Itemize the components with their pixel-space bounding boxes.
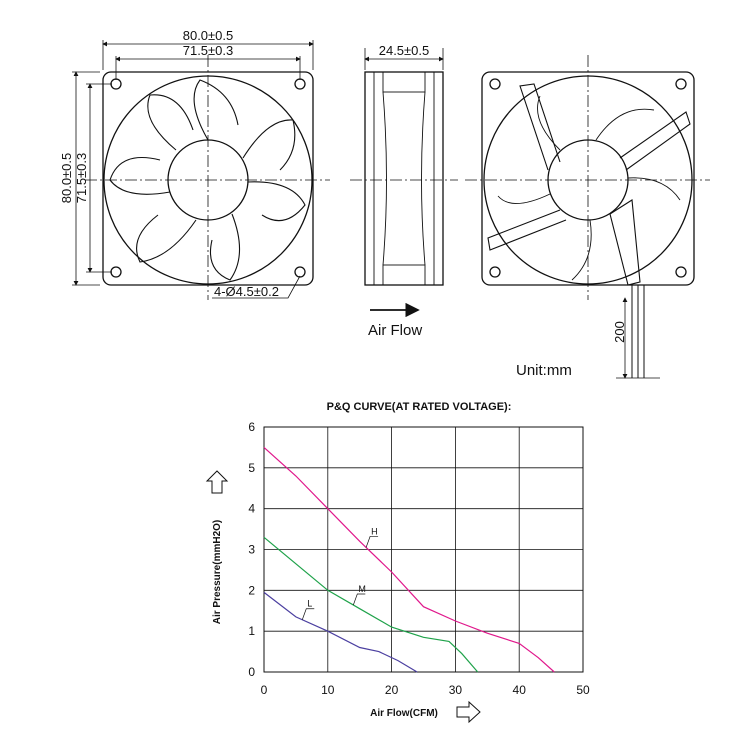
- front-mount-hole-icon: [294, 78, 306, 90]
- back-mount-hole-icon: [675, 266, 687, 278]
- series-line-M: [263, 536, 479, 673]
- dim-lead-length: 200: [612, 321, 627, 343]
- y-tick-label: 6: [248, 420, 255, 434]
- chart-series: H M L: [263, 446, 555, 673]
- series-line-L: [263, 591, 418, 673]
- series-label-H: H: [371, 526, 378, 536]
- front-view: [72, 40, 330, 300]
- series-leader-line: [365, 536, 379, 548]
- dim-hole-pitch-width: 71.5±0.3: [183, 43, 234, 58]
- back-mount-hole-icon: [675, 78, 687, 90]
- chart-title: P&Q CURVE(AT RATED VOLTAGE):: [327, 401, 512, 413]
- back-fan-blades: [497, 95, 681, 281]
- x-tick-label: 50: [576, 683, 590, 697]
- front-fan-blades: [109, 79, 306, 281]
- airflow-label: Air Flow: [368, 322, 422, 339]
- front-mount-hole-icon: [110, 266, 122, 278]
- back-spokes: [487, 83, 691, 286]
- series-line-H: [263, 446, 555, 673]
- y-tick-label: 3: [248, 543, 255, 557]
- chart-ticks: 0 10 20 30 40 50 0 1 2 3 4 5 6: [248, 420, 590, 697]
- x-axis-arrow-icon: [456, 700, 481, 724]
- side-view: [350, 48, 458, 318]
- side-frame-outline: [364, 71, 444, 286]
- x-tick-label: 10: [321, 683, 335, 697]
- y-axis-arrow-icon: [205, 470, 229, 494]
- front-mount-hole-icon: [294, 266, 306, 278]
- series-label-L: L: [307, 599, 312, 609]
- y-tick-label: 2: [248, 583, 255, 597]
- back-mount-hole-icon: [489, 266, 501, 278]
- chart-grid: [263, 426, 584, 673]
- dim-outer-height: 80.0±0.5: [59, 153, 74, 204]
- unit-label: Unit:mm: [516, 362, 572, 379]
- dim-mounting-holes: 4-Ø4.5±0.2: [214, 284, 279, 299]
- x-tick-label: 30: [449, 683, 463, 697]
- dim-outer-width: 80.0±0.5: [183, 28, 234, 43]
- series-leader-line: [352, 593, 366, 606]
- series-label-M: M: [358, 584, 366, 594]
- y-axis-title: Air Pressure(mmH2O): [212, 520, 223, 624]
- y-tick-label: 4: [248, 502, 255, 516]
- y-tick-label: 5: [248, 461, 255, 475]
- y-tick-label: 0: [248, 665, 255, 679]
- back-mount-hole-icon: [489, 78, 501, 90]
- back-view: [465, 55, 710, 379]
- dim-thickness: 24.5±0.5: [379, 43, 430, 58]
- x-axis-title: Air Flow(CFM): [370, 708, 438, 719]
- y-tick-label: 1: [248, 624, 255, 638]
- x-tick-label: 0: [261, 683, 268, 697]
- x-tick-label: 40: [513, 683, 527, 697]
- dim-hole-pitch-height: 71.5±0.3: [74, 153, 89, 204]
- hole-leader-line: [212, 275, 301, 299]
- front-mount-hole-icon: [110, 78, 122, 90]
- series-leader-line: [301, 608, 315, 620]
- lead-wires: [616, 285, 660, 379]
- x-tick-label: 20: [385, 683, 399, 697]
